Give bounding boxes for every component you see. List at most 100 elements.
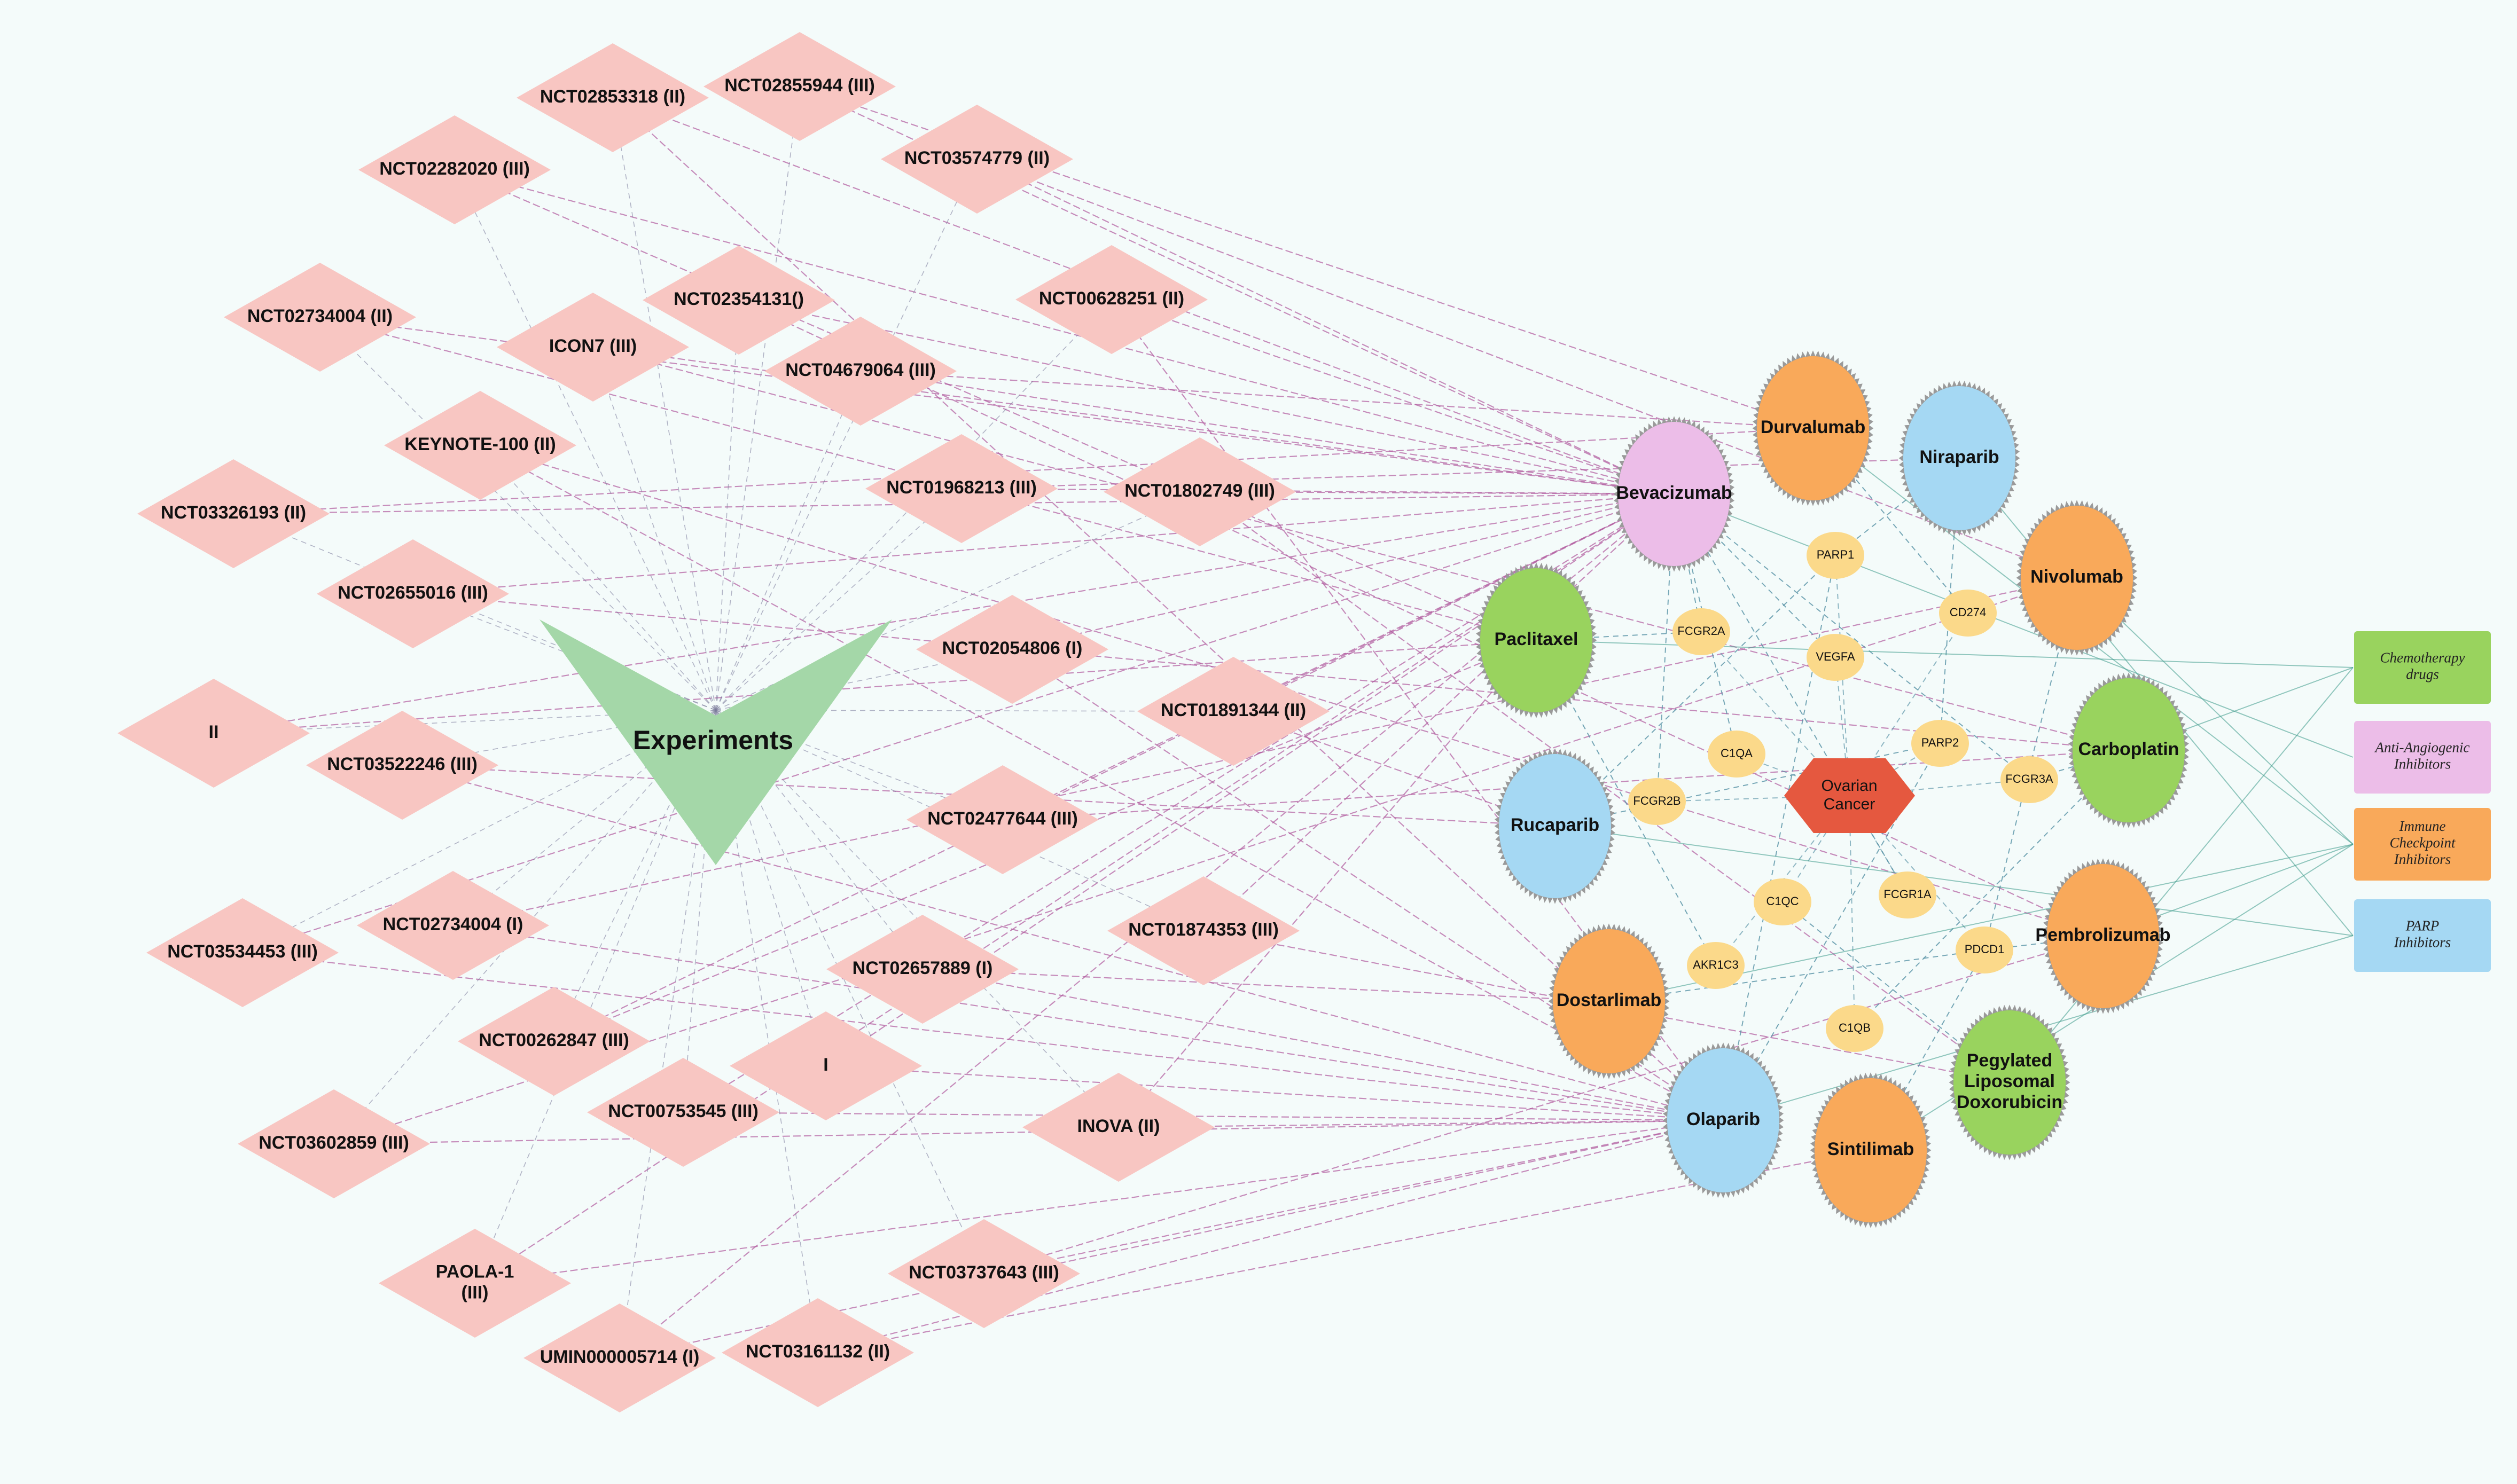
drug-node-niv[interactable]: Nivolumab [2016, 500, 2138, 656]
trial-node-t20[interactable]: NCT03534453 (III) [146, 898, 339, 1007]
gene-node-akr1c3[interactable]: AKR1C3 [1687, 942, 1745, 989]
trial-node-t8[interactable]: NCT00628251 (II) [1015, 245, 1208, 354]
trial-diamond [146, 898, 339, 1007]
trial-node-t15[interactable]: NCT02054806 (I) [916, 595, 1108, 704]
edge-trial-drug [412, 493, 1675, 595]
gene-node-c1qb[interactable]: C1QB [1826, 1005, 1883, 1052]
drug-node-pac[interactable]: Paclitaxel [1475, 562, 1597, 718]
trial-diamond [1104, 437, 1296, 546]
trial-node-t5[interactable]: NCT02734004 (II) [224, 263, 416, 372]
drug-node-bev[interactable]: Bevacizumab [1613, 416, 1735, 572]
legend-swatch [2354, 631, 2491, 704]
gene-node-parp2[interactable]: PARP2 [1911, 720, 1969, 767]
trial-node-t3[interactable]: NCT02282020 (III) [358, 115, 551, 224]
drug-node-ola[interactable]: Olaparib [1662, 1042, 1784, 1198]
drug-node-ruc[interactable]: Rucaparib [1494, 748, 1616, 904]
trial-node-t28[interactable]: INOVA (II) [1022, 1073, 1215, 1182]
drug-nodes: BevacizumabDurvalumabNiraparibNivolumabP… [1475, 350, 2190, 1228]
edge-trial-drug [452, 924, 1724, 1121]
gene-ellipse [1628, 778, 1686, 825]
trial-label: NCT00628251 (II) [1039, 288, 1184, 309]
trial-node-t1[interactable]: NCT02853318 (II) [517, 43, 709, 152]
experiments-label: Experiments [633, 725, 793, 755]
trial-node-t30[interactable]: NCT03737643 (III) [888, 1219, 1080, 1328]
drug-node-pem[interactable]: Pembrolizumab [2035, 858, 2171, 1014]
trial-diamond [517, 43, 709, 152]
trial-node-t9[interactable]: NCT04679064 (III) [764, 317, 957, 426]
edge-trial-drug [1111, 299, 1675, 495]
edge-drug-gene [1554, 555, 1836, 827]
edge-experiment-trial [715, 488, 962, 711]
trial-node-t23[interactable]: NCT02657889 (I) [826, 915, 1019, 1024]
experiments-node[interactable]: Experiments [540, 619, 892, 865]
edge-experiment-trial [319, 317, 716, 711]
gene-label: C1QA [1721, 747, 1753, 760]
gene-node-parp1[interactable]: PARP1 [1807, 532, 1864, 579]
drug-node-dos[interactable]: Dostarlimab [1548, 923, 1670, 1079]
trial-node-t7[interactable]: NCT02354131() [643, 246, 835, 355]
gene-node-vegfa[interactable]: VEGFA [1807, 634, 1864, 681]
trial-label: I [823, 1055, 828, 1075]
drug-node-car[interactable]: Carboplatin [2068, 672, 2190, 828]
drug-node-sin[interactable]: Sintilimab [1810, 1072, 1932, 1228]
trial-node-t26[interactable]: NCT00753545 (III) [587, 1058, 779, 1167]
trial-node-t16[interactable]: II [118, 679, 310, 788]
gene-node-pdcd1[interactable]: PDCD1 [1956, 926, 2013, 973]
trial-node-t4[interactable]: NCT03574779 (II) [881, 105, 1073, 214]
trial-node-t27[interactable]: NCT03602859 (III) [238, 1089, 430, 1198]
edge-experiment-trial [480, 445, 716, 711]
trial-diamond [1137, 657, 1330, 766]
trial-node-t31[interactable]: UMIN000005714 (I) [523, 1304, 716, 1412]
trial-node-t14[interactable]: NCT02655016 (III) [317, 539, 509, 648]
trial-diamond [306, 711, 498, 820]
trial-label: NCT03534453 (III) [167, 941, 318, 962]
trial-node-t25[interactable]: I [730, 1011, 922, 1120]
trial-node-t32[interactable]: NCT03161132 (II) [722, 1298, 914, 1407]
gene-node-cd274[interactable]: CD274 [1939, 590, 1997, 637]
edge-trial-drug [242, 952, 1724, 1121]
trial-node-t29[interactable]: PAOLA-1(III) [379, 1229, 571, 1338]
trial-node-t19[interactable]: NCT02477644 (III) [906, 765, 1099, 874]
gene-label: C1QB [1839, 1021, 1871, 1034]
trial-node-t6[interactable]: ICON7 (III) [497, 293, 689, 402]
trial-label: NCT03161132 (II) [746, 1341, 890, 1362]
edge-experiment-trial [612, 97, 716, 711]
gene-ellipse [1708, 731, 1765, 778]
trial-label: NCT01968213 (III) [886, 477, 1037, 498]
edge-drug-category [1554, 826, 2354, 936]
trial-node-t22[interactable]: NCT01874353 (III) [1107, 876, 1300, 985]
gene-node-c1qa[interactable]: C1QA [1708, 731, 1765, 778]
edge-drug-gene [1835, 458, 1960, 556]
gene-label: PDCD1 [1965, 943, 2005, 956]
drug-node-dur[interactable]: Durvalumab [1752, 350, 1874, 506]
gene-node-fcgr1a[interactable]: FCGR1A [1879, 871, 1936, 918]
drug-node-nir[interactable]: Niraparib [1898, 380, 2020, 536]
drug-label: Pembrolizumab [2035, 925, 2170, 945]
drug-label: Olaparib [1686, 1109, 1760, 1129]
trial-label: NCT02855944 (III) [724, 75, 875, 96]
trial-node-t24[interactable]: NCT00262847 (III) [458, 987, 650, 1096]
trial-label: NCT02734004 (II) [247, 306, 393, 326]
edge-trial-drug [553, 493, 1675, 1042]
trial-node-t2[interactable]: NCT02855944 (III) [703, 32, 896, 141]
gene-node-fcgr3a[interactable]: FCGR3A [2000, 756, 2058, 803]
gene-node-c1qc[interactable]: C1QC [1754, 878, 1811, 925]
drug-ellipse [1499, 754, 1611, 898]
trial-node-t18[interactable]: NCT03522246 (III) [306, 711, 498, 820]
trial-node-t17[interactable]: NCT01891344 (II) [1137, 657, 1330, 766]
trial-node-t10[interactable]: KEYNOTE-100 (II) [384, 391, 576, 500]
trial-node-t13[interactable]: NCT01802749 (III) [1104, 437, 1296, 546]
trial-label: NCT03326193 (II) [161, 502, 306, 523]
gene-node-fcgr2a[interactable]: FCGR2A [1672, 608, 1730, 655]
trial-node-t21[interactable]: NCT02734004 (I) [357, 871, 549, 980]
gene-node-fcgr2b[interactable]: FCGR2B [1628, 778, 1686, 825]
legend-swatch [2354, 899, 2491, 972]
trial-label: NCT03522246 (III) [327, 754, 478, 774]
gene-ellipse [1939, 590, 1997, 637]
trial-node-t12[interactable]: NCT01968213 (III) [865, 434, 1058, 543]
trial-node-t11[interactable]: NCT03326193 (II) [137, 459, 330, 568]
